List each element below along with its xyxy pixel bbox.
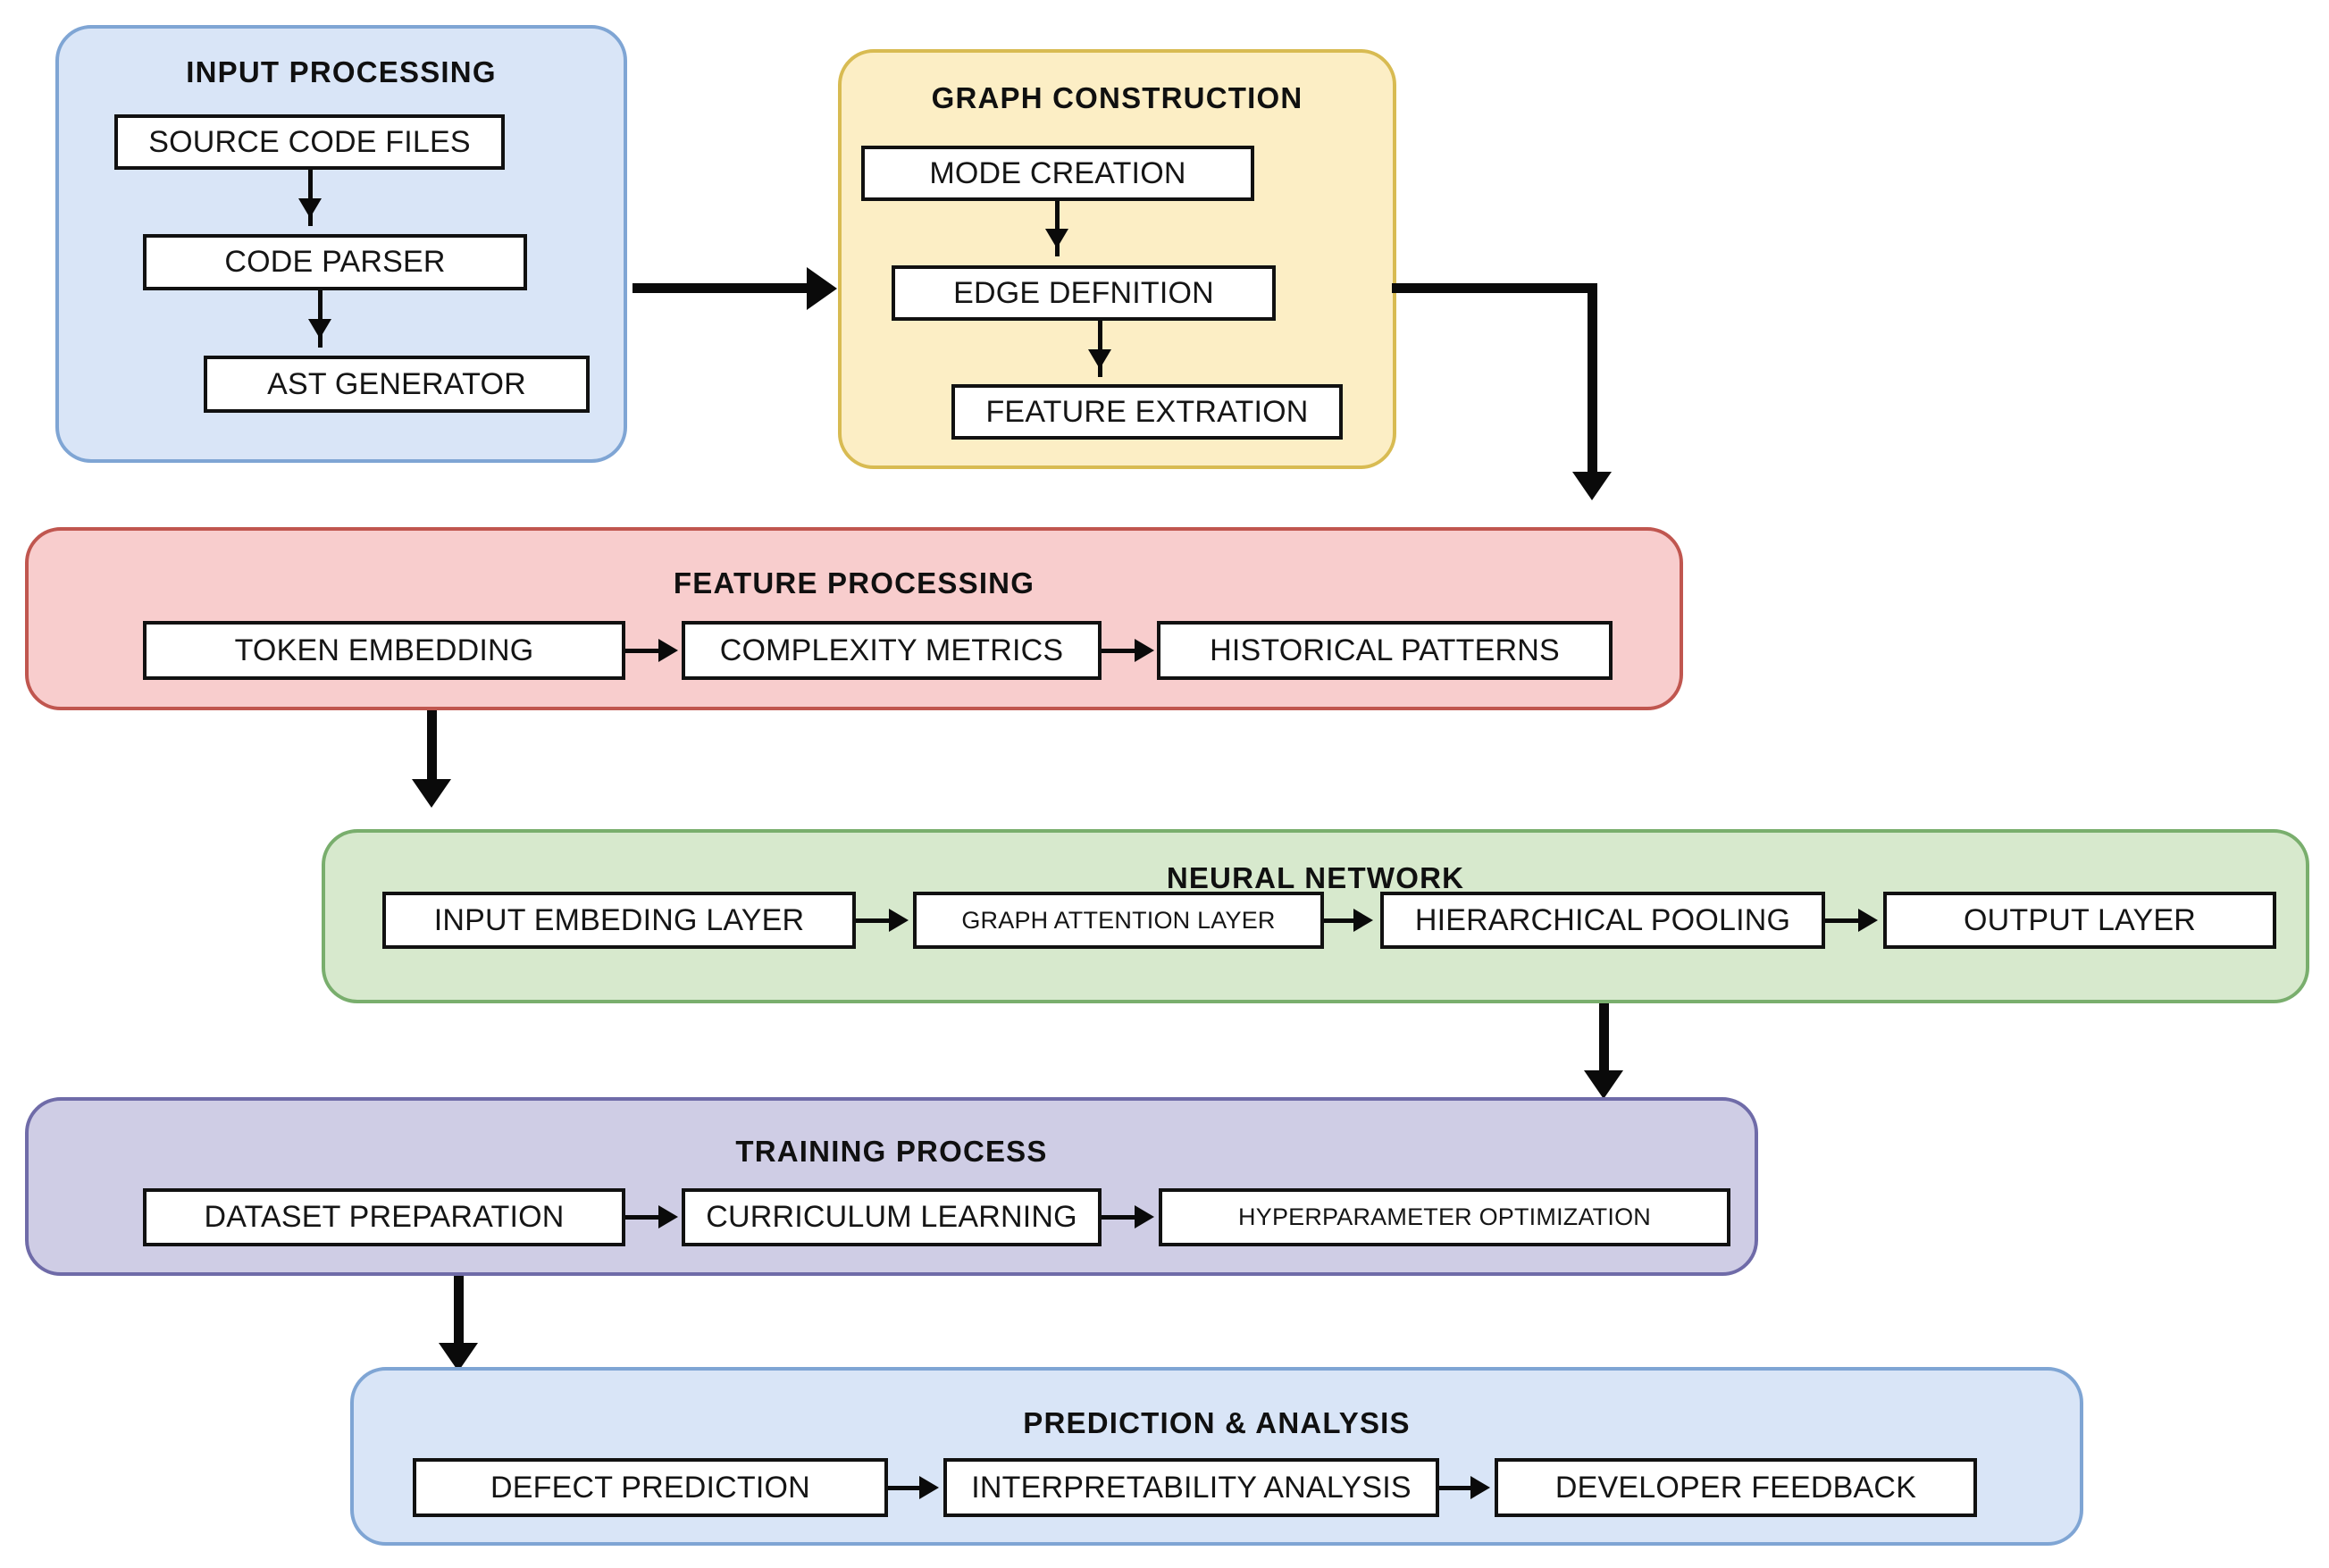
node-interpretability-analysis[interactable]: INTERPRETABILITY ANALYSIS	[943, 1458, 1439, 1517]
node-token-embedding[interactable]: TOKEN EMBEDDING	[143, 621, 625, 680]
section-title-feature-processing: FEATURE PROCESSING	[673, 566, 1035, 600]
arrow-curriculum-to-hyperparameter	[1135, 1205, 1154, 1228]
connector-feature-to-neural	[427, 710, 437, 782]
section-title-input-processing: INPUT PROCESSING	[186, 55, 497, 88]
node-output-layer[interactable]: OUTPUT LAYER	[1883, 892, 2276, 949]
section-feature-processing: FEATURE PROCESSING	[25, 527, 1683, 710]
arrow-attention-to-pooling	[1353, 909, 1373, 932]
arrow-training-to-prediction	[439, 1343, 478, 1371]
connector-neural-to-training	[1599, 1003, 1609, 1073]
node-historical-patterns[interactable]: HISTORICAL PATTERNS	[1157, 621, 1613, 680]
arrow-defect-to-interpretability	[919, 1476, 939, 1499]
node-complexity-metrics[interactable]: COMPLEXITY METRICS	[682, 621, 1102, 680]
arrow-input-to-graph	[807, 267, 837, 310]
arrow-feature-to-neural	[412, 779, 451, 808]
connector-graph-to-feature-v	[1588, 283, 1597, 475]
node-graph-attention-layer[interactable]: GRAPH ATTENTION LAYER	[913, 892, 1324, 949]
arrow-input-to-attention	[889, 909, 909, 932]
connector-training-to-prediction	[454, 1276, 464, 1346]
arrow-source-to-parser	[298, 198, 322, 218]
connector-complexity-to-historical	[1102, 649, 1137, 653]
arrow-interpretability-to-developer	[1470, 1476, 1490, 1499]
section-title-graph-construction: GRAPH CONSTRUCTION	[931, 81, 1303, 114]
connector-dataset-to-curriculum	[625, 1215, 661, 1220]
arrow-neural-to-training	[1584, 1070, 1623, 1099]
node-hyperparameter-optimization[interactable]: HYPERPARAMETER OPTIMIZATION	[1159, 1188, 1730, 1246]
connector-edge-to-feature	[1098, 321, 1102, 377]
connector-graph-to-feature-h	[1392, 283, 1597, 293]
node-mode-creation[interactable]: MODE CREATION	[861, 146, 1254, 201]
section-title-neural-network: NEURAL NETWORK	[1166, 861, 1465, 894]
node-hierarchical-pooling[interactable]: HIERARCHICAL POOLING	[1380, 892, 1825, 949]
arrow-graph-to-feature	[1572, 472, 1612, 500]
connector-curriculum-to-hyperparameter	[1102, 1215, 1137, 1220]
arrow-parser-to-ast	[308, 319, 331, 339]
connector-input-to-graph	[633, 283, 811, 293]
section-title-training-process: TRAINING PROCESS	[735, 1135, 1048, 1168]
node-developer-feedback[interactable]: DEVELOPER FEEDBACK	[1495, 1458, 1977, 1517]
section-training-process: TRAINING PROCESS	[25, 1097, 1758, 1276]
node-feature-extration[interactable]: FEATURE EXTRATION	[951, 384, 1343, 440]
section-prediction-analysis: PREDICTION & ANALYSIS	[350, 1367, 2083, 1546]
arrow-complexity-to-historical	[1135, 639, 1154, 662]
node-source-code-files[interactable]: SOURCE CODE FILES	[114, 114, 505, 170]
connector-defect-to-interpretability	[888, 1486, 922, 1490]
connector-source-to-parser	[308, 170, 313, 226]
node-input-embeding-layer[interactable]: INPUT EMBEDING LAYER	[382, 892, 856, 949]
connector-input-to-attention	[856, 918, 892, 923]
connector-interpretability-to-developer	[1439, 1486, 1473, 1490]
arrow-token-to-complexity	[658, 639, 678, 662]
node-code-parser[interactable]: CODE PARSER	[143, 234, 527, 290]
connector-token-to-complexity	[625, 649, 661, 653]
node-curriculum-learning[interactable]: CURRICULUM LEARNING	[682, 1188, 1102, 1246]
connector-attention-to-pooling	[1324, 918, 1356, 923]
arrow-mode-to-edge	[1045, 229, 1068, 248]
node-defect-prediction[interactable]: DEFECT PREDICTION	[413, 1458, 888, 1517]
arrow-dataset-to-curriculum	[658, 1205, 678, 1228]
arrow-edge-to-feature	[1088, 349, 1111, 369]
node-edge-defnition[interactable]: EDGE DEFNITION	[892, 265, 1276, 321]
node-dataset-preparation[interactable]: DATASET PREPARATION	[143, 1188, 625, 1246]
node-ast-generator[interactable]: AST GENERATOR	[204, 356, 590, 413]
arrow-pooling-to-output	[1858, 909, 1878, 932]
connector-pooling-to-output	[1825, 918, 1861, 923]
section-title-prediction-analysis: PREDICTION & ANALYSIS	[1023, 1406, 1411, 1439]
